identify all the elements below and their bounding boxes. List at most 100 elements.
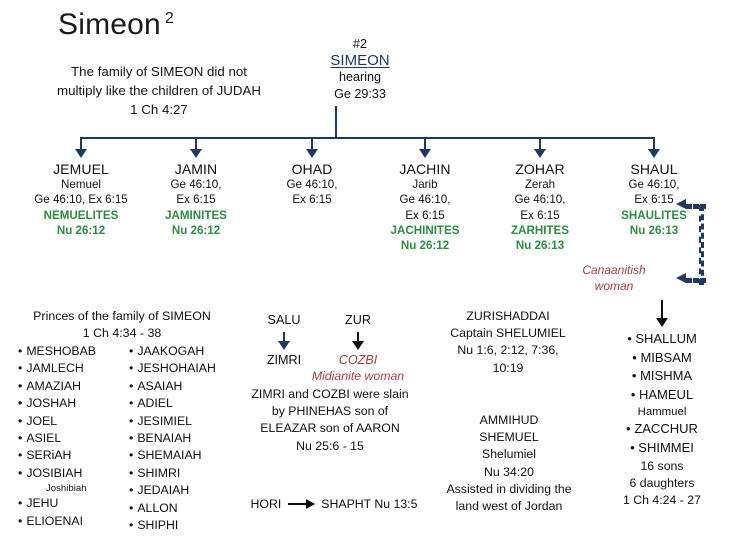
child-jachin-tribe-ref: Nu 26:12	[400, 239, 450, 253]
prince-name: JEDAIAH	[137, 483, 190, 498]
princes-column-right: •JAAKOGAH •JESHOHAIAH •ASAIAH •ADIEL •JE…	[125, 343, 236, 534]
child-zohar-ref-2: Ex 6:15	[520, 208, 560, 222]
shelumiel-line-2: Captain SHELUMIEL	[450, 326, 566, 341]
intro-note-line-3: 1 Ch 4:27	[130, 102, 188, 117]
bullet-icon: •	[129, 361, 134, 376]
prince-name: JAAKOGAH	[137, 344, 205, 358]
connector-drop-shaul-sons	[661, 300, 663, 320]
child-jachin-name: JACHIN	[399, 161, 451, 177]
root-person-simeon: #2 SIMEON hearing Ge 29:33	[300, 36, 420, 102]
canaanitish-woman-line-2: woman	[594, 279, 634, 293]
connector-stem-vertical	[335, 106, 337, 138]
son-name: ZACCHUR	[634, 421, 698, 437]
salu-name: SALU	[267, 313, 301, 327]
list-item: •JESHOHAIAH	[125, 360, 236, 377]
intro-note-line-1: The family of SIMEON did not	[71, 64, 247, 79]
intro-note: The family of SIMEON did not multiply li…	[24, 62, 294, 119]
ammihud-line-1: AMMIHUD	[479, 413, 539, 427]
list-item: •ELIOENAI	[14, 513, 125, 530]
child-jamin-ref-1: Ge 46:10,	[170, 178, 222, 192]
prince-name-alt-joshibiah: Joshibiah	[46, 483, 87, 495]
child-jachin: JACHIN Jarib Ge 46:10, Ex 6:15 JACHINITE…	[369, 161, 481, 253]
root-person-name: SIMEON	[330, 51, 390, 69]
connector-drop-zohar	[539, 137, 541, 151]
child-jemuel-tribe-ref: Nu 26:12	[56, 223, 106, 237]
list-item: • MISHMA	[596, 367, 728, 386]
arrow-head-shaul-sons	[656, 318, 668, 327]
dashed-connector-spine	[699, 205, 704, 285]
list-item: •ASAIAH	[125, 378, 236, 395]
child-zohar: ZOHAR Zerah Ge 46:10, Ex 6:15 ZARHITES N…	[484, 161, 596, 253]
arrow-head-jachin	[419, 149, 431, 158]
prince-name: ALLON	[137, 500, 178, 515]
princes-heading-line-2: 1 Ch 4:34 - 38	[82, 326, 162, 340]
ammihud-block: AMMIHUD SHEMUEL Shelumiel Nu 34:20 Assis…	[424, 412, 594, 515]
connector-drop-jemuel	[80, 137, 82, 151]
bullet-icon: •	[631, 368, 637, 384]
zimri-name: ZIMRI	[266, 353, 302, 367]
slain-note-line-4: Nu 25:6 - 15	[296, 438, 364, 453]
list-item: •BENAIAH	[125, 430, 236, 447]
shaul-sons-tally-line-2: 6 daughters	[629, 475, 695, 490]
child-ohad: OHAD Ge 46:10, Ex 6:15	[256, 161, 368, 208]
child-jamin-tribe: JAMINITES	[165, 208, 227, 222]
bullet-icon: •	[129, 448, 134, 463]
bullet-icon: •	[18, 496, 23, 511]
cozbi-name: COZBI	[338, 353, 378, 367]
prince-name: SHIPHI	[137, 518, 179, 533]
prince-name: ELIOENAI	[26, 513, 84, 528]
arrow-head-ohad	[306, 149, 318, 158]
bullet-icon: •	[129, 500, 134, 515]
child-jachin-alt-name: Jarib	[412, 178, 438, 192]
list-item: •ADIEL	[125, 395, 236, 412]
ammihud-line-2: SHEMUEL	[479, 430, 539, 445]
ammihud-line-4: Nu 34:20	[484, 464, 534, 479]
child-shaul: SHAUL Ge 46:10, Ex 6:15 SHAULITES Nu 26:…	[598, 161, 710, 238]
child-jemuel-alt-name: Nemuel	[61, 178, 101, 192]
son-name: SHALLUM	[635, 331, 697, 346]
list-item: •JAAKOGAH	[125, 343, 236, 360]
prince-name: SERiAH	[26, 448, 72, 463]
ammihud-line-3: Shelumiel	[482, 447, 536, 462]
bullet-icon: •	[18, 396, 23, 411]
prince-name: JOSHAH	[26, 396, 77, 411]
child-jemuel: JEMUEL Nemuel Ge 46:10, Ex 6:15 NEMUELIT…	[25, 161, 137, 238]
prince-name: SHEMAIAH	[137, 448, 202, 463]
bullet-icon: •	[129, 431, 134, 446]
connector-bus-horizontal	[80, 137, 655, 139]
child-jemuel-ref-1: Ge 46:10, Ex 6:15	[34, 193, 128, 207]
bullet-icon: •	[129, 344, 134, 358]
child-ohad-ref-1: Ge 46:10,	[286, 178, 338, 192]
slain-note-line-3: ELEAZAR son of AARON	[260, 421, 400, 436]
slain-note: ZIMRI and COZBI were slain by PHINEHAS s…	[232, 386, 428, 455]
child-shaul-name: SHAUL	[630, 161, 678, 177]
prince-name: BENAIAH	[137, 431, 192, 446]
arrow-head-to-shaul	[676, 199, 686, 209]
slain-note-line-1: ZIMRI and COZBI were slain	[251, 387, 409, 401]
child-jemuel-name: JEMUEL	[53, 161, 109, 177]
hori-shapht-line: HORI SHAPHT Nu 13:5	[234, 497, 434, 511]
princes-lists: •MESHOBAB •JAMLECH •AMAZIAH •JOSHAH •JOE…	[14, 343, 236, 534]
bullet-icon: •	[18, 465, 23, 480]
list-item: •JAMLECH	[14, 360, 125, 377]
arrow-head-jemuel	[75, 149, 87, 158]
midianite-woman-descriptor: Midianite woman	[311, 369, 405, 383]
zur-name: ZUR	[345, 313, 371, 327]
child-shaul-ref-1: Ge 46:10,	[628, 178, 680, 192]
prince-name: JOSIBIAH	[26, 465, 83, 480]
princes-heading-line-1: Princes of the family of SIMEON	[33, 309, 211, 323]
prince-name: JAMLECH	[26, 361, 84, 376]
list-item: • SHIMMEI	[596, 439, 728, 458]
prince-name: AMAZIAH	[26, 378, 81, 393]
list-item: •SHIMRI	[125, 465, 236, 482]
child-jachin-ref-1: Ge 46:10,	[399, 193, 451, 207]
prince-name: JEHU	[26, 496, 59, 511]
hori-name: HORI	[250, 497, 282, 511]
bullet-icon: •	[626, 421, 631, 437]
child-zohar-tribe: ZARHITES	[511, 223, 569, 237]
shaul-sons-tally-line-3: 1 Ch 4:24 - 27	[623, 492, 701, 507]
list-item: •JOSIBIAH	[14, 465, 125, 482]
bullet-icon: •	[129, 396, 134, 411]
child-ohad-name: OHAD	[291, 161, 333, 177]
